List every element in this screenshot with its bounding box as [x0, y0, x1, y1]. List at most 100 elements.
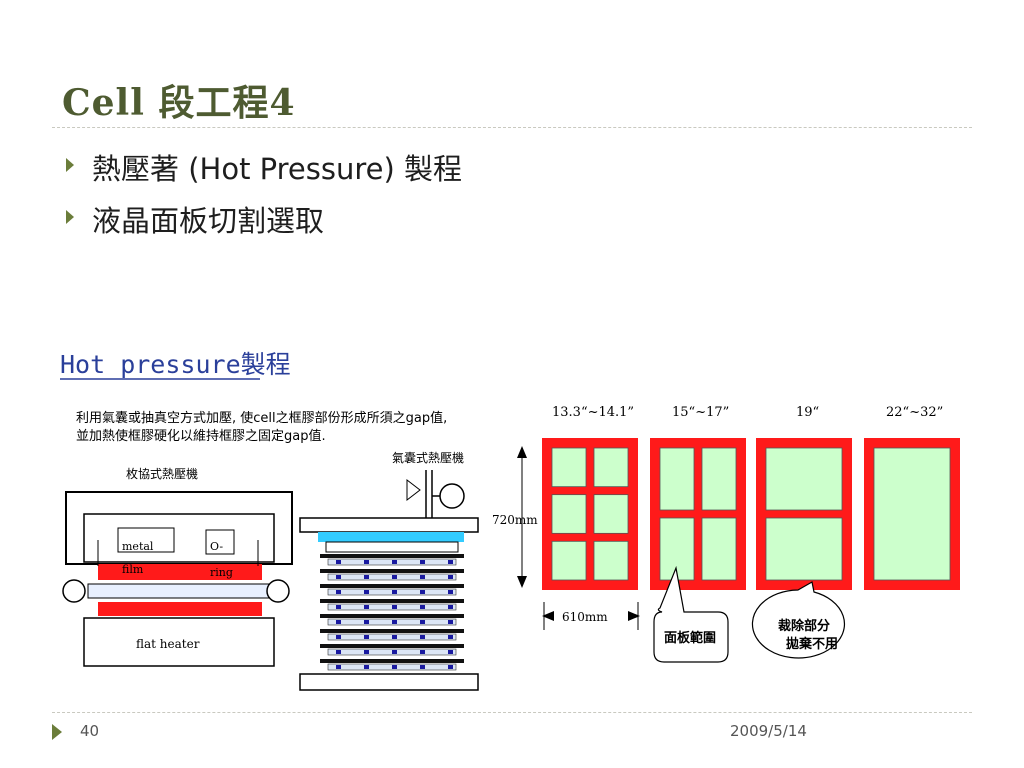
figure-description-line2: 並加熱使框膠硬化以維持框膠之固定gap值. — [76, 428, 326, 444]
spacer-mark — [364, 665, 369, 669]
spacer-mark — [448, 665, 453, 669]
spacer-mark — [336, 650, 341, 654]
footer-divider — [52, 712, 972, 713]
oring-label-bottom: ring — [210, 566, 233, 579]
panel-cell — [701, 447, 737, 511]
press-plate — [320, 584, 464, 588]
panel-callout-bubble — [653, 565, 729, 663]
panel-cell — [659, 517, 695, 581]
spacer-mark — [336, 620, 341, 624]
cut-callout-text-2: 拋棄不用 — [786, 636, 838, 652]
spacer-mark — [448, 650, 453, 654]
spacer-mark — [392, 575, 397, 579]
figure-heading: Hot pressure製程 — [60, 350, 291, 379]
spacer-mark — [448, 590, 453, 594]
bullet-list: 熱壓著 (Hot Pressure) 製程 液晶面板切割選取 — [62, 146, 462, 250]
spacer-mark — [392, 620, 397, 624]
panel-callout-text: 面板範圍 — [664, 630, 716, 646]
footer-triangle-icon — [52, 724, 62, 740]
bullet-item: 液晶面板切割選取 — [62, 198, 462, 250]
hot-pressure-diagram: Hot pressure製程 利用氣囊或抽真空方式加壓, 使cell之框膠部份形… — [52, 340, 972, 700]
panel-cell — [765, 517, 843, 581]
slide-date: 2009/5/14 — [730, 722, 807, 740]
spacer-mark — [336, 635, 341, 639]
press-plate — [320, 629, 464, 633]
spacer-mark — [420, 650, 425, 654]
bullet-text: 熱壓著 (Hot Pressure) 製程 — [92, 152, 463, 186]
press-plate — [320, 554, 464, 558]
spacer-mark — [364, 590, 369, 594]
spacer-mark — [448, 560, 453, 564]
press-plate — [320, 599, 464, 603]
machine2-drawing — [299, 470, 479, 691]
spacer-mark — [420, 575, 425, 579]
spacer-mark — [420, 590, 425, 594]
bullet-text: 液晶面板切割選取 — [92, 204, 325, 238]
press-plate — [320, 659, 464, 663]
figure-description-line1: 利用氣囊或抽真空方式加壓, 使cell之框膠部份形成所須之gap值, — [76, 410, 447, 426]
spacer-mark — [336, 605, 341, 609]
press-plate — [320, 569, 464, 573]
width-dimension — [542, 602, 640, 630]
spacer-mark — [364, 650, 369, 654]
panel-size-label: 19“ — [796, 405, 819, 420]
bullet-item: 熱壓著 (Hot Pressure) 製程 — [62, 146, 462, 198]
panel-cell — [873, 447, 951, 581]
spacer-mark — [392, 665, 397, 669]
cut-callout-bubble — [751, 581, 846, 659]
spacer-mark — [448, 605, 453, 609]
spacer-mark — [364, 620, 369, 624]
panel-cell — [765, 447, 843, 511]
machine1-label: 枚協式熱壓機 — [126, 466, 198, 481]
machine1-drawing — [62, 491, 293, 667]
spacer-mark — [364, 575, 369, 579]
panel-cell — [659, 447, 695, 511]
panel-cell — [593, 540, 629, 581]
spacer-mark — [420, 560, 425, 564]
spacer-mark — [336, 560, 341, 564]
hot-pressure-svg: Hot pressure製程 利用氣囊或抽真空方式加壓, 使cell之框膠部份形… — [60, 350, 960, 691]
spacer-mark — [336, 575, 341, 579]
panel-cell — [551, 494, 587, 534]
press-stack — [320, 554, 464, 671]
oring-label-top: O- — [210, 540, 223, 553]
spacer-mark — [420, 665, 425, 669]
spacer-mark — [336, 590, 341, 594]
machine2-label: 氣囊式熱壓機 — [392, 450, 464, 465]
heater-label: flat heater — [136, 637, 200, 651]
panel-size-label: 13.3“~14.1” — [552, 405, 634, 420]
press-plate — [320, 614, 464, 618]
spacer-mark — [364, 605, 369, 609]
panel-size-label: 15“~17” — [672, 405, 729, 420]
spacer-mark — [364, 560, 369, 564]
spacer-mark — [420, 605, 425, 609]
bullet-triangle-icon — [66, 210, 74, 224]
height-dimension — [517, 446, 527, 588]
film-label: film — [122, 563, 144, 576]
width-label: 610mm — [562, 610, 608, 624]
page-number: 40 — [80, 722, 100, 740]
spacer-mark — [448, 635, 453, 639]
spacer-mark — [392, 560, 397, 564]
panel-cell — [593, 447, 629, 488]
spacer-mark — [448, 575, 453, 579]
panel-cell — [551, 540, 587, 581]
metal-label: metal — [122, 540, 154, 553]
panel-cell — [593, 494, 629, 534]
panel-layouts — [542, 438, 960, 590]
spacer-mark — [392, 650, 397, 654]
spacer-mark — [448, 620, 453, 624]
bullet-triangle-icon — [66, 158, 74, 172]
spacer-mark — [420, 620, 425, 624]
spacer-mark — [336, 665, 341, 669]
spacer-mark — [364, 635, 369, 639]
spacer-mark — [420, 635, 425, 639]
panel-cell — [701, 517, 737, 581]
height-label: 720mm — [492, 513, 538, 527]
panel-cell — [551, 447, 587, 488]
press-plate — [320, 644, 464, 648]
cut-callout-text-1: 裁除部分 — [778, 618, 830, 634]
spacer-mark — [392, 590, 397, 594]
slide-title: Cell 段工程4 — [62, 82, 296, 124]
spacer-mark — [392, 635, 397, 639]
